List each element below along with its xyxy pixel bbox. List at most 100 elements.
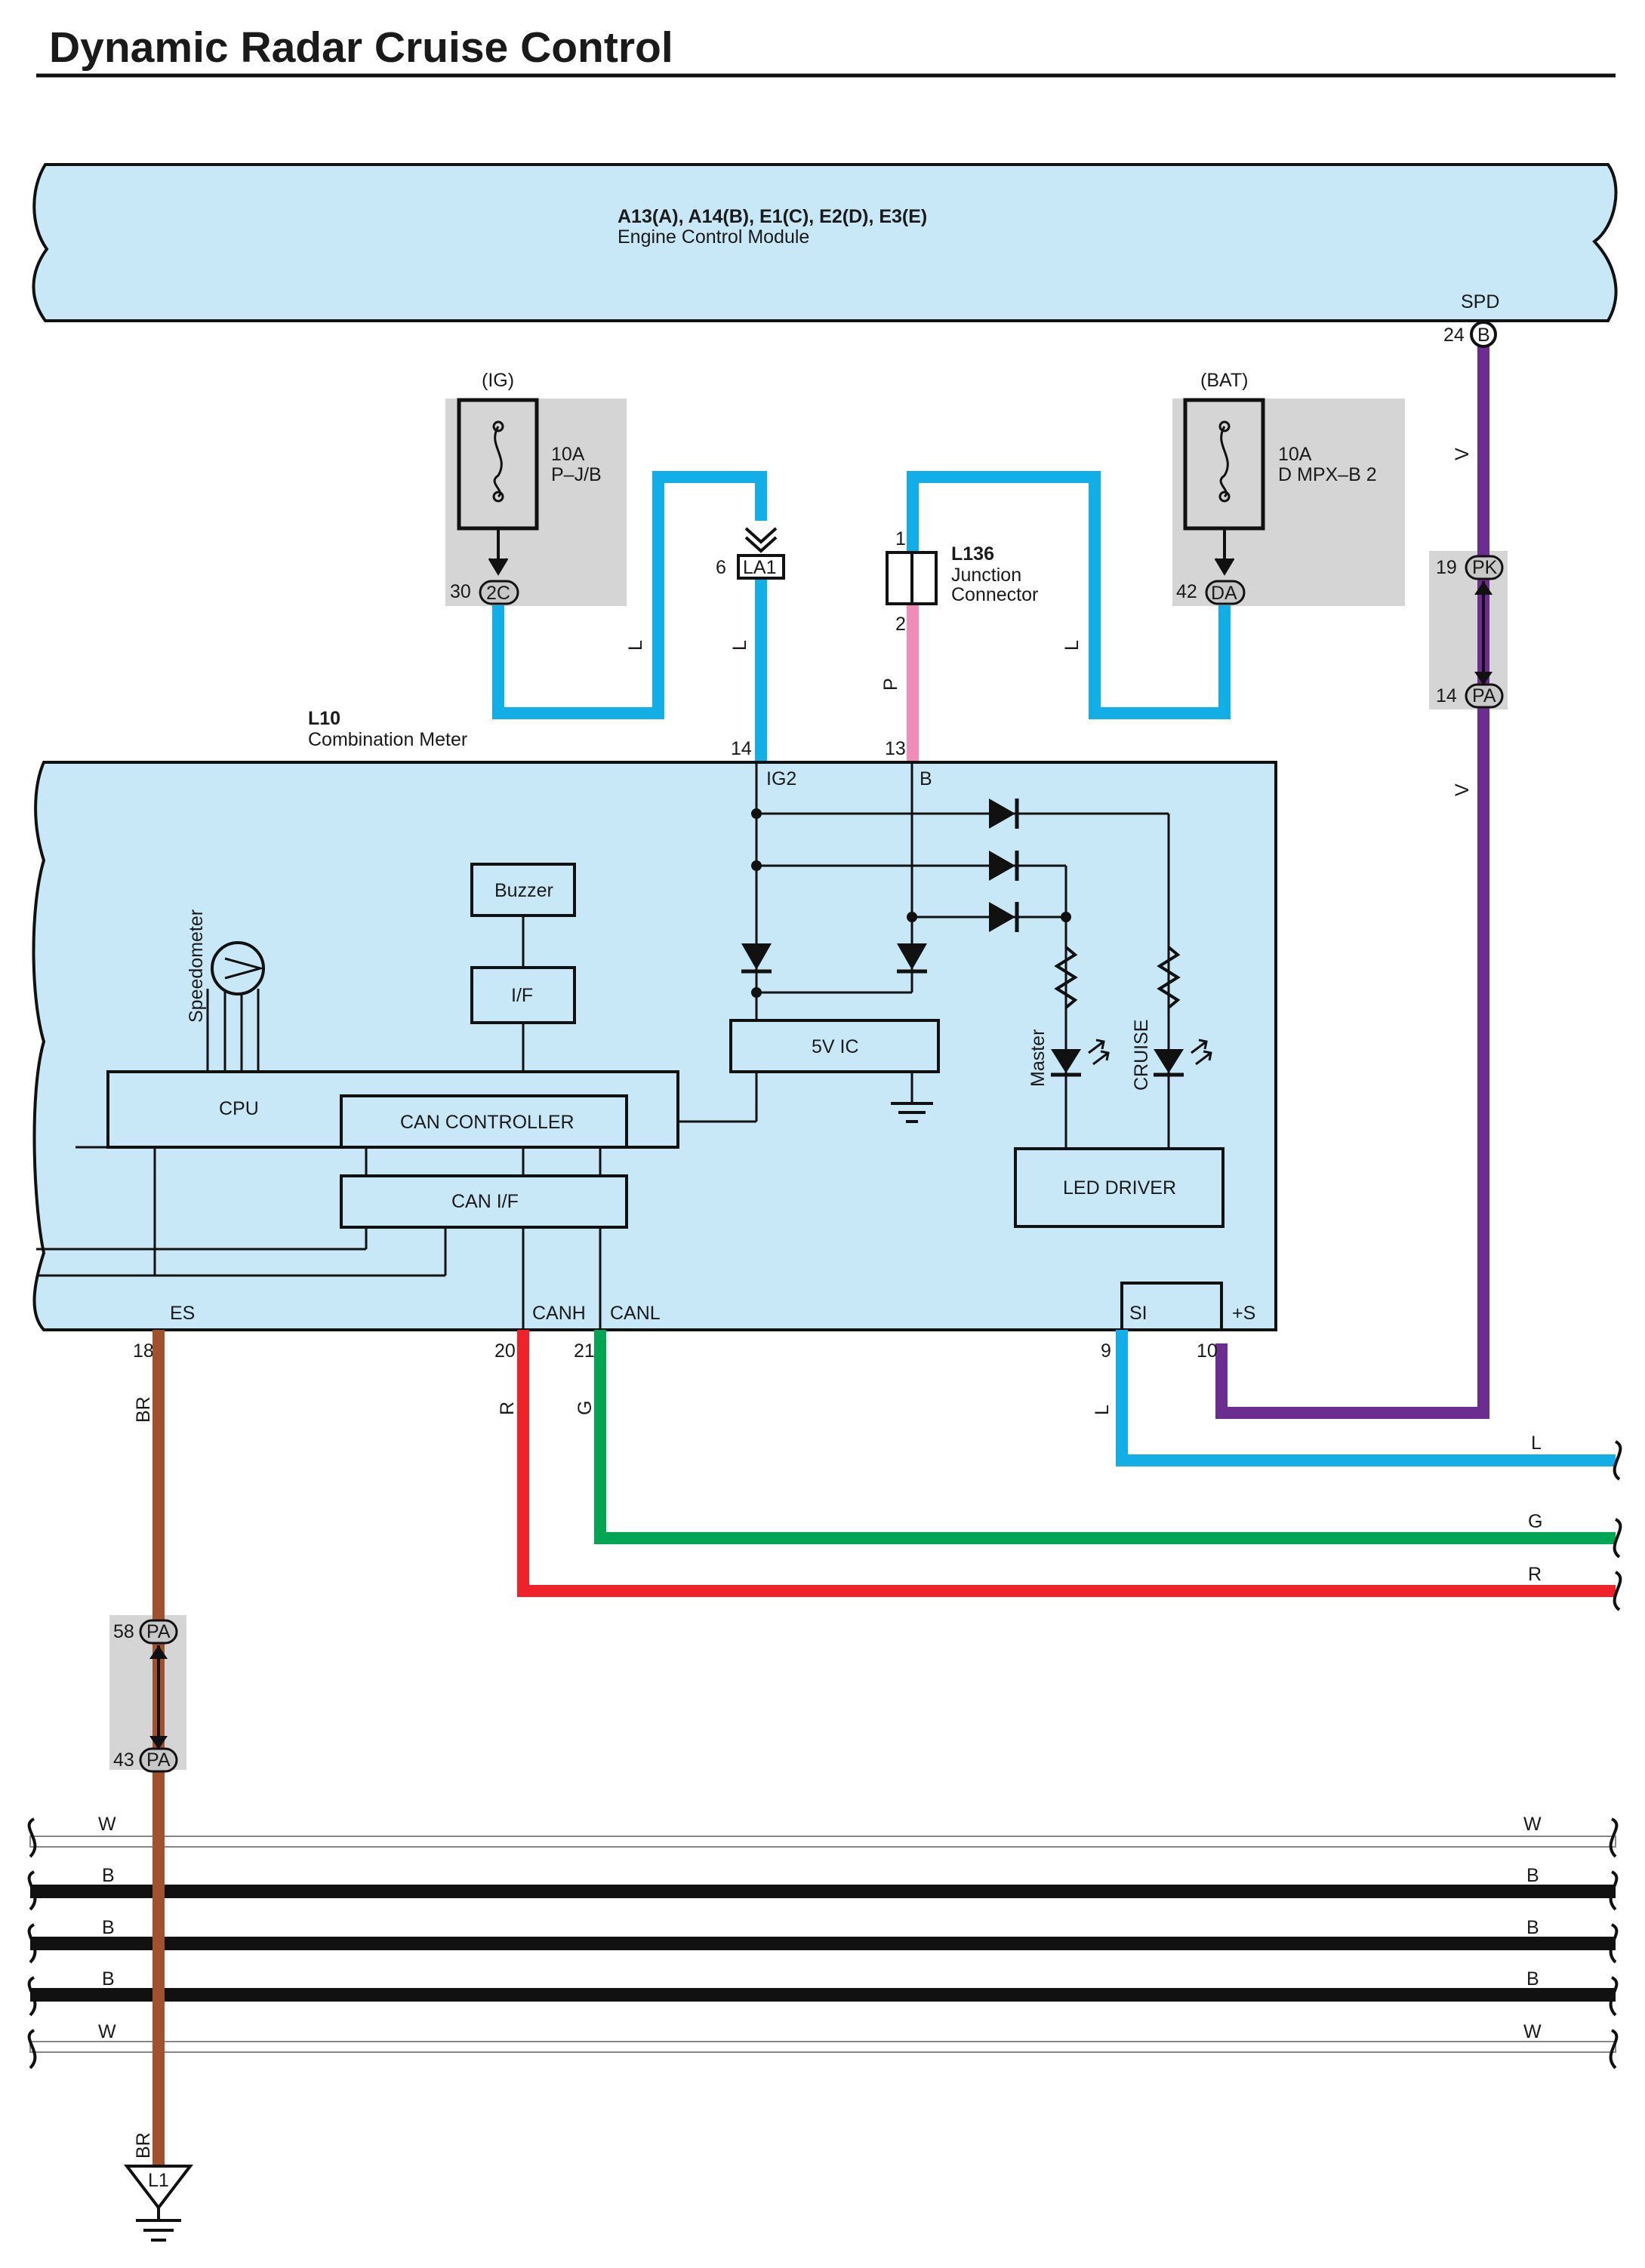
bus-label-b-right-3: B <box>1526 1968 1539 1990</box>
break-marks-right-bus <box>1609 1817 1619 2070</box>
pin-es: 18 <box>133 1340 154 1362</box>
bus-label-w-left-2: W <box>98 2021 116 2042</box>
connector-la1: LA1 6 <box>716 527 785 580</box>
wire-label-r: R <box>497 1402 518 1415</box>
bus-label-w-right-2: W <box>1523 2021 1542 2042</box>
label-plus-s: +S <box>1232 1303 1255 1324</box>
cpu-label: CPU <box>219 1098 259 1119</box>
wire-label-l-si: L <box>1092 1405 1113 1415</box>
can-controller-box <box>340 1094 628 1149</box>
label-es: ES <box>170 1303 195 1324</box>
combination-meter: L10 Combination Meter 14 13 IG2 B <box>32 708 1277 1331</box>
connector-pa-pin: 14 <box>1436 685 1457 706</box>
ecm-codes: A13(A), A14(B), E1(C), E2(D), E3(E) <box>618 206 927 227</box>
connector-pa-upper <box>1465 683 1504 709</box>
led-cruise <box>1154 1039 1212 1077</box>
ground-l1: L1 <box>123 2165 194 2242</box>
speedometer-label: Speedometer <box>186 909 207 1023</box>
five-v-ic-label: 5V IC <box>812 1036 859 1057</box>
buzzer-label: Buzzer <box>494 880 553 901</box>
bus-label-b-left-1: B <box>102 1865 115 1886</box>
connector-2c <box>479 580 519 605</box>
connector-pk-pin: 19 <box>1436 557 1457 578</box>
label-si: SI <box>1129 1303 1147 1324</box>
fuse-ig-supply: (IG) <box>482 370 514 391</box>
fuse-ig-name: P–J/B <box>551 464 602 485</box>
connector-pk-label: PK <box>1472 557 1498 578</box>
ecm-box <box>32 163 1618 322</box>
can-if-box <box>340 1174 628 1229</box>
bus-w-1 <box>29 1836 1616 1848</box>
pin-b: 13 <box>885 738 906 759</box>
pin-canl: 21 <box>574 1340 595 1362</box>
speedometer-gauge <box>211 941 265 996</box>
wire-label-v-1: V <box>1452 448 1473 460</box>
pin-plus-s: 10 <box>1197 1340 1218 1362</box>
diodes-horizontal <box>989 799 1019 932</box>
bus-label-w-right-1: W <box>1523 1814 1542 1835</box>
interface-box <box>470 966 576 1024</box>
fuse-ig-rating: 10A <box>551 444 585 465</box>
spd-connector: B 24 <box>1443 321 1497 348</box>
connector-pk <box>1465 555 1504 580</box>
page-title: Dynamic Radar Cruise Control <box>49 23 673 72</box>
la1-arrow <box>744 527 778 553</box>
junction-pin-top: 1 <box>895 528 906 549</box>
wire-label-l-1: L <box>625 640 646 651</box>
resistor-master <box>1054 946 1078 1009</box>
la1-box <box>737 554 785 580</box>
meter-id: L10 <box>308 708 340 729</box>
bus-b-2 <box>30 1937 1616 1950</box>
bat-fuse-box <box>1172 399 1405 606</box>
bus-label-b-right-2: B <box>1526 1917 1539 1938</box>
connector-pa-label: PA <box>1472 685 1496 706</box>
ground-label: L1 <box>148 2170 169 2191</box>
connector-da <box>1205 580 1246 605</box>
lower-pa-bottom-pin: 43 <box>113 1749 134 1771</box>
bus-w-2 <box>29 2041 1616 2053</box>
bus-b-3 <box>30 1988 1616 2002</box>
junction-connector-l136: 1 2 L136 Junction Connector <box>886 528 1038 635</box>
can-if-label: CAN I/F <box>451 1191 519 1212</box>
junction-id: L136 <box>951 543 994 565</box>
meter-name: Combination Meter <box>308 729 467 750</box>
la1-label: LA1 <box>743 557 776 578</box>
wire-l-si <box>1116 1330 1616 1466</box>
wire-label-br-1: BR <box>133 1396 154 1423</box>
fuse-bat: (BAT) 10A D MPX–B 2 42 DA <box>1176 370 1377 605</box>
pin-si: 9 <box>1101 1340 1111 1362</box>
wire-label-br-2: BR <box>133 2132 154 2159</box>
led-driver-label: LED DRIVER <box>1063 1177 1176 1199</box>
fuse-ig: (IG) 10A P–J/B 30 2C <box>450 370 602 605</box>
fuse-ig-pin: 30 <box>450 581 471 602</box>
resistor-cruise <box>1157 946 1181 1009</box>
meter-box <box>32 761 1277 1331</box>
spd-conn-label: B <box>1477 325 1490 346</box>
connector-2c-label: 2C <box>486 583 510 604</box>
buzzer-box <box>470 863 576 917</box>
fuse-bat-pin: 42 <box>1176 581 1197 602</box>
wire-g-canl <box>594 1330 1616 1544</box>
lower-pa-bottom-label: PA <box>146 1749 171 1771</box>
bus-label-b-right-1: B <box>1526 1865 1539 1886</box>
led-master <box>1051 1039 1110 1077</box>
wire-label-l-3: L <box>1061 640 1083 651</box>
connector-da-label: DA <box>1211 583 1237 604</box>
fuse-bat-rating: 10A <box>1278 444 1312 465</box>
label-master: Master <box>1027 1029 1049 1087</box>
bus-b-1 <box>30 1885 1616 1898</box>
diodes-vertical <box>741 943 927 974</box>
junction-dots <box>751 808 1071 998</box>
bus-label-b-left-2: B <box>102 1917 115 1938</box>
lower-pa-top-label: PA <box>146 1621 171 1642</box>
connector-pk-pa: PK 19 PA 14 <box>1436 555 1504 709</box>
can-controller-label: CAN CONTROLLER <box>400 1112 575 1133</box>
wire-label-g-right: G <box>1528 1511 1542 1532</box>
break-marks-left <box>27 1817 37 2070</box>
wire-label-l-right: L <box>1531 1433 1542 1454</box>
wire-l-bat <box>907 471 1231 719</box>
led-driver-box <box>1014 1147 1225 1228</box>
ground-triangle <box>123 2165 194 2211</box>
wire-label-p: P <box>880 678 901 691</box>
